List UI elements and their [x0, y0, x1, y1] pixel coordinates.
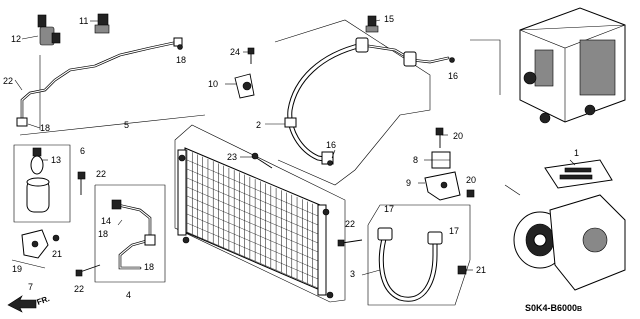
- callout-22b: 22: [96, 169, 106, 179]
- callout-21b: 21: [476, 265, 486, 275]
- callout-18a: 18: [176, 55, 186, 65]
- diagram-code: S0K4-B6000B: [525, 303, 582, 313]
- callout-7: 7: [28, 282, 33, 292]
- bracket-part-7: [11, 229, 49, 269]
- condenser-tube: [186, 159, 319, 217]
- condenser-tube: [186, 186, 319, 244]
- compressor: [504, 184, 626, 291]
- condenser-tube: [186, 177, 319, 235]
- callout-19: 19: [12, 264, 22, 274]
- evaporator-unit: [470, 7, 626, 124]
- bolt-part-22-lower: [337, 239, 363, 247]
- callout-4: 4: [126, 290, 131, 300]
- callout-13: 13: [51, 155, 61, 165]
- callout-17b: 17: [449, 226, 459, 236]
- condenser-fins: [186, 150, 319, 289]
- callout-20b: 20: [466, 175, 476, 185]
- direction-label: FR.: [36, 294, 51, 307]
- callout-12: 12: [11, 34, 21, 44]
- condenser: [174, 124, 346, 303]
- receiver-line-pipe: [16, 37, 183, 127]
- sensor-part-11: [94, 13, 110, 34]
- callout-15: 15: [384, 14, 394, 24]
- callout-18c: 18: [98, 229, 108, 239]
- callout-5: 5: [124, 120, 129, 130]
- pressure-switch-part-12: [37, 14, 61, 46]
- callout-9: 9: [406, 178, 411, 188]
- bracket-part-9: [424, 171, 461, 201]
- condenser-tube: [186, 213, 319, 271]
- clip-part-18-upper: [177, 44, 183, 50]
- bolt-part-22-left: [75, 264, 101, 277]
- callout-17a: 17: [384, 204, 394, 214]
- group-4-outline: [94, 184, 166, 283]
- nut-part-21-left: [52, 234, 60, 242]
- callout-11: 11: [79, 16, 88, 26]
- callout-1: 1: [574, 148, 579, 158]
- group-3-outline: [367, 204, 471, 306]
- callout-23: 23: [227, 152, 237, 162]
- label-plate-part-1: [544, 159, 613, 189]
- bolt-part-20-lower: [466, 189, 475, 198]
- callout-14: 14: [101, 216, 111, 226]
- callout-16a: 16: [326, 140, 336, 150]
- callout-24: 24: [230, 47, 240, 57]
- callout-3: 3: [350, 269, 355, 279]
- condenser-tube: [186, 195, 319, 253]
- hose-clamp-part-10: [234, 73, 255, 99]
- callout-22d: 22: [74, 284, 84, 294]
- callout-6: 6: [80, 146, 85, 156]
- condenser-tube: [186, 168, 319, 226]
- valve-cap-part-15: [365, 15, 379, 33]
- front-direction-arrow: [7, 295, 37, 313]
- condenser-tube: [186, 204, 319, 262]
- bolt-part-22-receiver: [77, 171, 86, 195]
- leader-lines: [14, 19, 576, 276]
- callouts: 1 2 3 4 5 6 7 8 9 10 11 12 13 14 15 16 1…: [3, 14, 582, 313]
- callout-18b: 18: [40, 123, 50, 133]
- receiver-dryer-box: [13, 144, 71, 223]
- group-2-outline: [274, 19, 450, 186]
- callout-21a: 21: [52, 249, 62, 259]
- callout-8: 8: [413, 155, 418, 165]
- clip-part-16-lower: [327, 160, 333, 166]
- callout-16b: 16: [448, 71, 458, 81]
- clip-part-16-upper: [449, 57, 455, 63]
- callout-20a: 20: [453, 131, 463, 141]
- callout-10: 10: [208, 79, 218, 89]
- callout-22c: 22: [345, 219, 355, 229]
- callout-18d: 18: [144, 262, 154, 272]
- condenser-tube: [186, 231, 319, 289]
- condenser-tube: [186, 222, 319, 280]
- bolt-part-23: [251, 152, 273, 169]
- group-5-outline: [19, 55, 206, 136]
- callout-22a: 22: [3, 76, 13, 86]
- bolt-part-20-upper: [435, 127, 444, 148]
- bracket-part-8: [431, 151, 451, 169]
- callout-2: 2: [256, 120, 261, 130]
- bolt-part-24: [247, 47, 255, 64]
